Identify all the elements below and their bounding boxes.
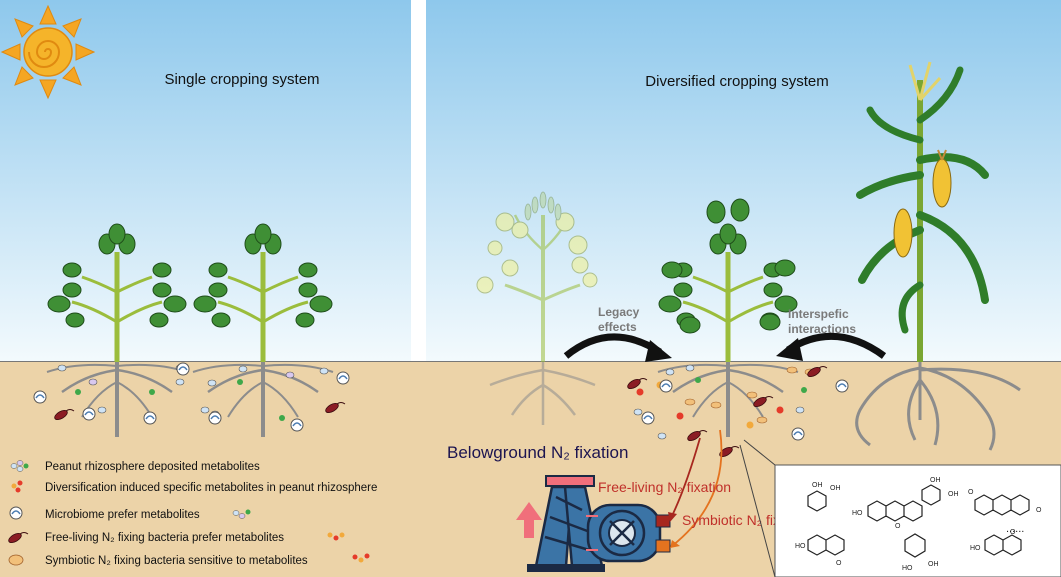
svg-text:O: O bbox=[1010, 529, 1016, 536]
svg-text:OH: OH bbox=[830, 485, 841, 492]
more-structures-ellipsis: ...... bbox=[1006, 523, 1024, 535]
legend-swatch-peanut-metabolites bbox=[10, 460, 29, 472]
svg-text:O: O bbox=[968, 489, 974, 496]
legacy-effects-label-line1: Legacy bbox=[598, 305, 640, 319]
legend-swatch-diversification-metabolites bbox=[11, 480, 23, 493]
free-living-fixation-arrowhead bbox=[668, 512, 677, 522]
legend-item-1: Peanut rhizosphere deposited metabolites bbox=[45, 461, 260, 473]
chemical-atom-labels: OH OH HO O HO OH OH O HO OH O O HO O bbox=[795, 477, 1042, 572]
svg-text:HO: HO bbox=[852, 510, 863, 517]
legend-item-4-trailing-swatch bbox=[327, 532, 345, 541]
legacy-effects-arrowhead bbox=[645, 340, 672, 362]
chemical-panel-pointer-left bbox=[739, 444, 776, 577]
legend-item-2: Diversification induced specific metabol… bbox=[45, 482, 377, 494]
diversified-cropping-title: Diversified cropping system bbox=[645, 73, 828, 90]
rapeseed-plant bbox=[476, 191, 598, 425]
interspecific-label-line1: Interspefic bbox=[788, 307, 849, 321]
svg-text:O: O bbox=[895, 523, 901, 530]
symbiotic-fixation-arrow bbox=[671, 429, 723, 547]
legend-swatch-symbiotic-bacteria bbox=[8, 554, 24, 566]
svg-text:HO: HO bbox=[970, 545, 981, 552]
chemical-structures bbox=[807, 484, 1030, 558]
legacy-effects-label-line2: effects bbox=[598, 320, 637, 334]
legend-item-4: Free-living N₂ fixing bacteria prefer me… bbox=[45, 532, 284, 544]
sun-icon bbox=[0, 4, 96, 100]
svg-text:OH: OH bbox=[812, 482, 823, 489]
svg-text:O: O bbox=[1036, 507, 1042, 514]
belowground-fixation-title: Belowground N₂ fixation bbox=[447, 443, 628, 462]
left-soil-particles bbox=[33, 362, 350, 432]
svg-text:OH: OH bbox=[930, 477, 941, 484]
legend-item-3-trailing-swatch bbox=[232, 509, 251, 519]
legend-item-3: Microbiome prefer metabolites bbox=[45, 509, 200, 521]
svg-text:HO: HO bbox=[795, 543, 806, 550]
legend-item-5: Symbiotic N₂ fixing bacteria sensitive t… bbox=[45, 555, 308, 567]
interspecific-arrowhead bbox=[776, 338, 803, 361]
single-cropping-title: Single cropping system bbox=[164, 71, 319, 88]
peanut-plant-intercrop-extra-leaves bbox=[661, 198, 796, 334]
svg-text:HO: HO bbox=[902, 565, 913, 572]
panel-divider bbox=[411, 0, 426, 362]
legend-swatch-microbiome bbox=[9, 506, 23, 520]
legend: Peanut rhizosphere deposited metabolites… bbox=[6, 460, 377, 567]
interspecific-label-line2: interactions bbox=[788, 322, 856, 336]
chemical-panel-pointer-right bbox=[743, 439, 776, 466]
svg-text:OH: OH bbox=[928, 561, 939, 568]
symbiotic-fixation-arrowhead bbox=[670, 540, 680, 548]
sky-right bbox=[426, 0, 1061, 362]
maize-plant bbox=[855, 61, 1021, 451]
svg-text:O: O bbox=[836, 560, 842, 567]
free-living-fixation-label: Free-living N₂ fixation bbox=[598, 479, 731, 495]
pump-machine-icon bbox=[516, 475, 671, 572]
legend-item-5-trailing-swatch bbox=[352, 553, 370, 563]
right-soil-particles bbox=[625, 364, 849, 460]
svg-text:OH: OH bbox=[948, 491, 959, 498]
chemical-structures-panel bbox=[774, 464, 1061, 577]
